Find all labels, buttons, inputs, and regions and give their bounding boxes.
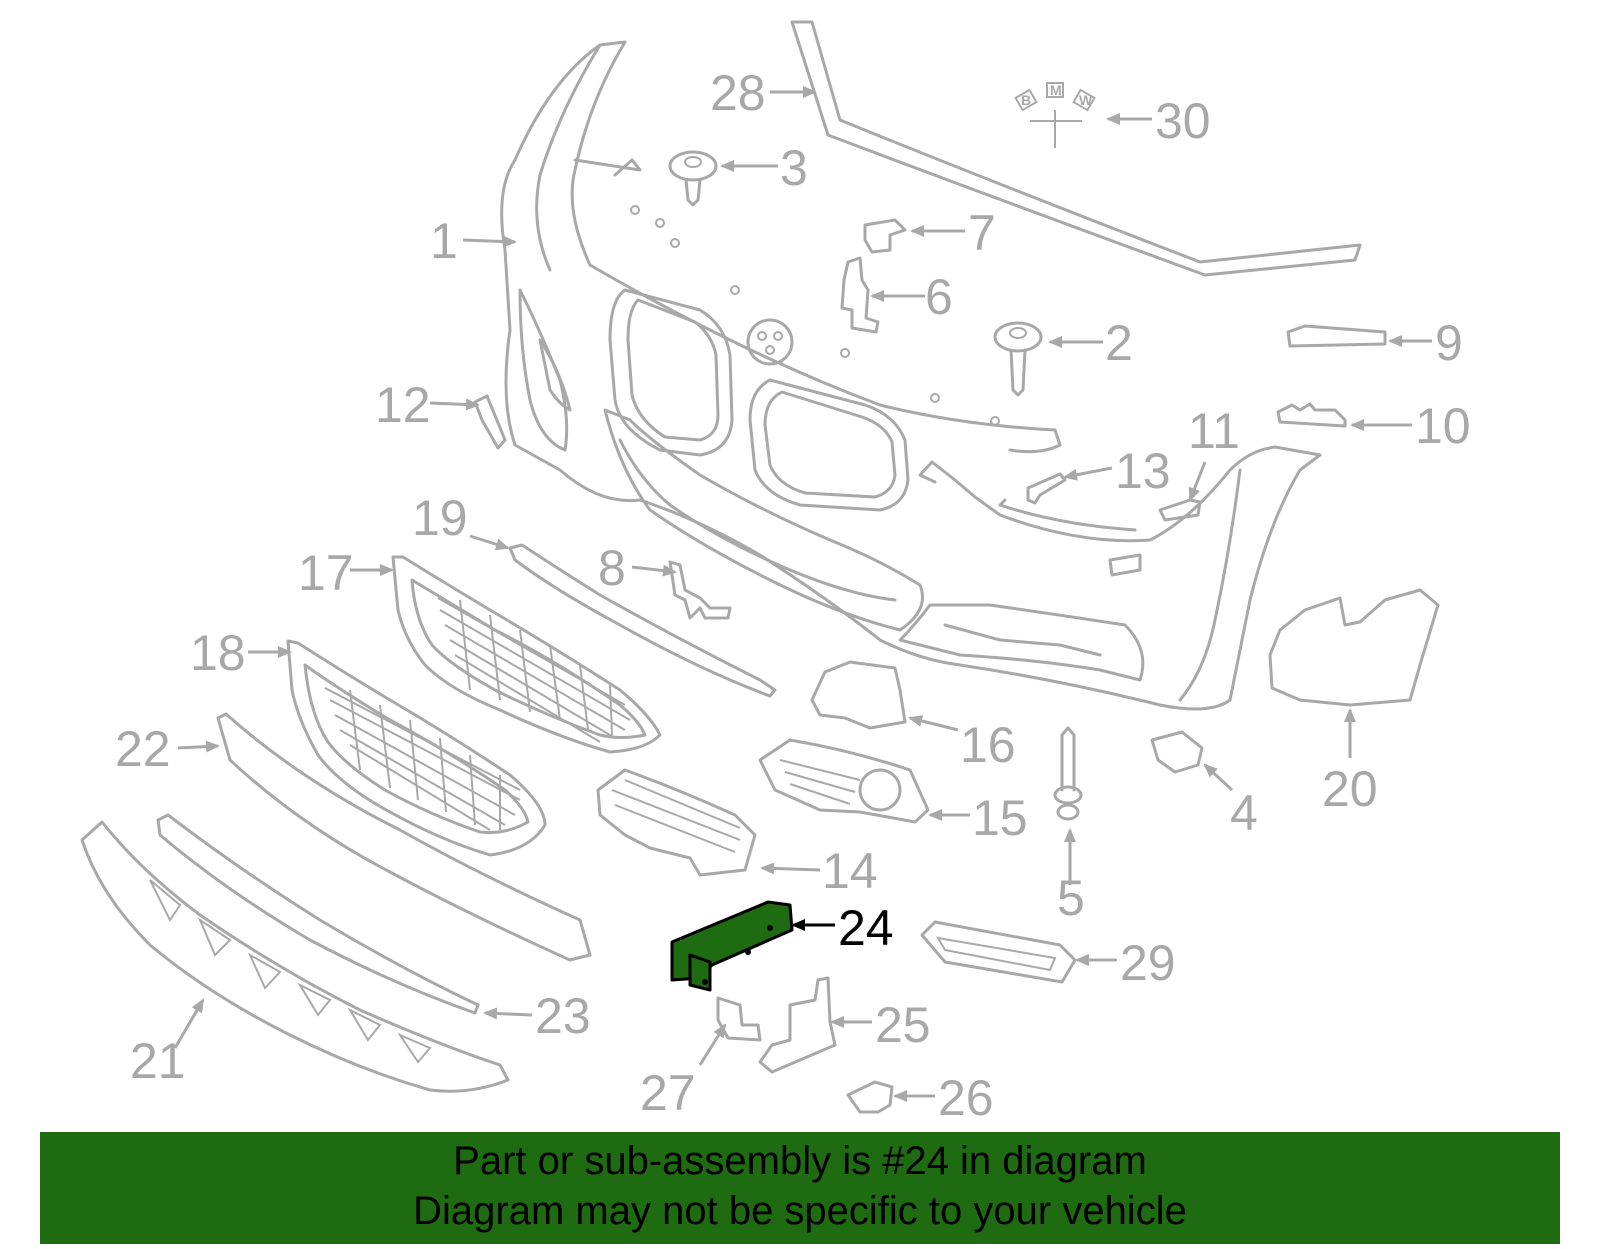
- part-20-duct: [1268, 588, 1440, 707]
- part-10-strip: [1276, 402, 1347, 428]
- emblem-letter-m: M: [1050, 82, 1062, 98]
- emblem-letter-b: B: [1021, 92, 1031, 108]
- callout-14: 14: [822, 843, 878, 899]
- callout-29: 29: [1120, 935, 1176, 991]
- banner-part-line: Part or sub-assembly is #24 in diagram: [453, 1139, 1147, 1183]
- part-25-bracket: [758, 976, 837, 1074]
- part-3-clip: [668, 150, 718, 207]
- callout-5: 5: [1057, 870, 1085, 926]
- callout-19: 19: [412, 490, 468, 546]
- part-9-strip: [1286, 324, 1387, 348]
- callout-25: 25: [875, 997, 931, 1053]
- banner-disclaimer-line: Diagram may not be specific to your vehi…: [413, 1189, 1187, 1233]
- callout-7: 7: [968, 205, 996, 261]
- callout-24: 24: [838, 900, 894, 956]
- part-4-nut: [1150, 730, 1204, 774]
- part-24-bracket: [670, 900, 794, 992]
- callout-27: 27: [640, 1065, 696, 1121]
- part-30-emblem: B M W: [1014, 82, 1096, 148]
- callout-9: 9: [1435, 315, 1463, 371]
- callout-15: 15: [972, 790, 1028, 846]
- callout-8: 8: [598, 540, 626, 596]
- part-16-cover: [810, 660, 907, 730]
- callout-26: 26: [938, 1070, 994, 1126]
- info-banner: Part or sub-assembly is #24 in diagram D…: [40, 1132, 1560, 1244]
- callout-2: 2: [1105, 315, 1133, 371]
- part-15-fog-grille: [758, 738, 930, 824]
- callout-13: 13: [1115, 443, 1171, 499]
- part-22-strip: [216, 712, 592, 962]
- callout-11: 11: [1188, 403, 1240, 459]
- callout-4: 4: [1230, 785, 1258, 841]
- part-1-bumper-cover: [500, 40, 1322, 711]
- callout-23: 23: [535, 988, 591, 1044]
- part-28-upper-trim: [790, 20, 1362, 277]
- part-14-grille: [596, 768, 757, 877]
- callout-18: 18: [190, 625, 246, 681]
- part-19-strip: [508, 543, 777, 698]
- callout-17: 17: [298, 545, 354, 601]
- part-27-bracket: [716, 996, 762, 1042]
- part-23-strip: [156, 813, 480, 1015]
- callout-20: 20: [1322, 761, 1378, 817]
- callout-3: 3: [780, 140, 808, 196]
- part-21-absorber: [80, 820, 510, 1093]
- part-13-trim: [1026, 472, 1067, 505]
- part-29-cover: [920, 920, 1077, 984]
- callout-28: 28: [710, 65, 766, 121]
- callout-6: 6: [925, 269, 953, 325]
- part-26-cover: [846, 1080, 894, 1114]
- callout-10: 10: [1415, 398, 1471, 454]
- part-5-pin: [1053, 726, 1083, 821]
- part-11-cover: [1158, 498, 1202, 522]
- callout-labels: 1 2 3 4 5 6 7 8 9 10 11 12 13 14 15 16 1…: [115, 65, 1471, 1126]
- part-2-clip: [993, 321, 1043, 397]
- callout-16: 16: [960, 717, 1016, 773]
- callout-30: 30: [1155, 93, 1211, 149]
- callout-21: 21: [130, 1033, 186, 1089]
- emblem-letter-w: W: [1079, 92, 1093, 108]
- part-12-cover: [473, 394, 507, 450]
- callout-12: 12: [375, 377, 431, 433]
- callout-1: 1: [430, 213, 458, 269]
- part-18-grille: [286, 639, 547, 857]
- part-8-bracket: [668, 560, 732, 620]
- part-17-grille: [391, 555, 662, 754]
- part-7-bracket: [863, 218, 907, 254]
- part-6-bracket: [840, 256, 880, 334]
- callout-arrows: [173, 86, 1432, 1102]
- callout-22: 22: [115, 721, 171, 777]
